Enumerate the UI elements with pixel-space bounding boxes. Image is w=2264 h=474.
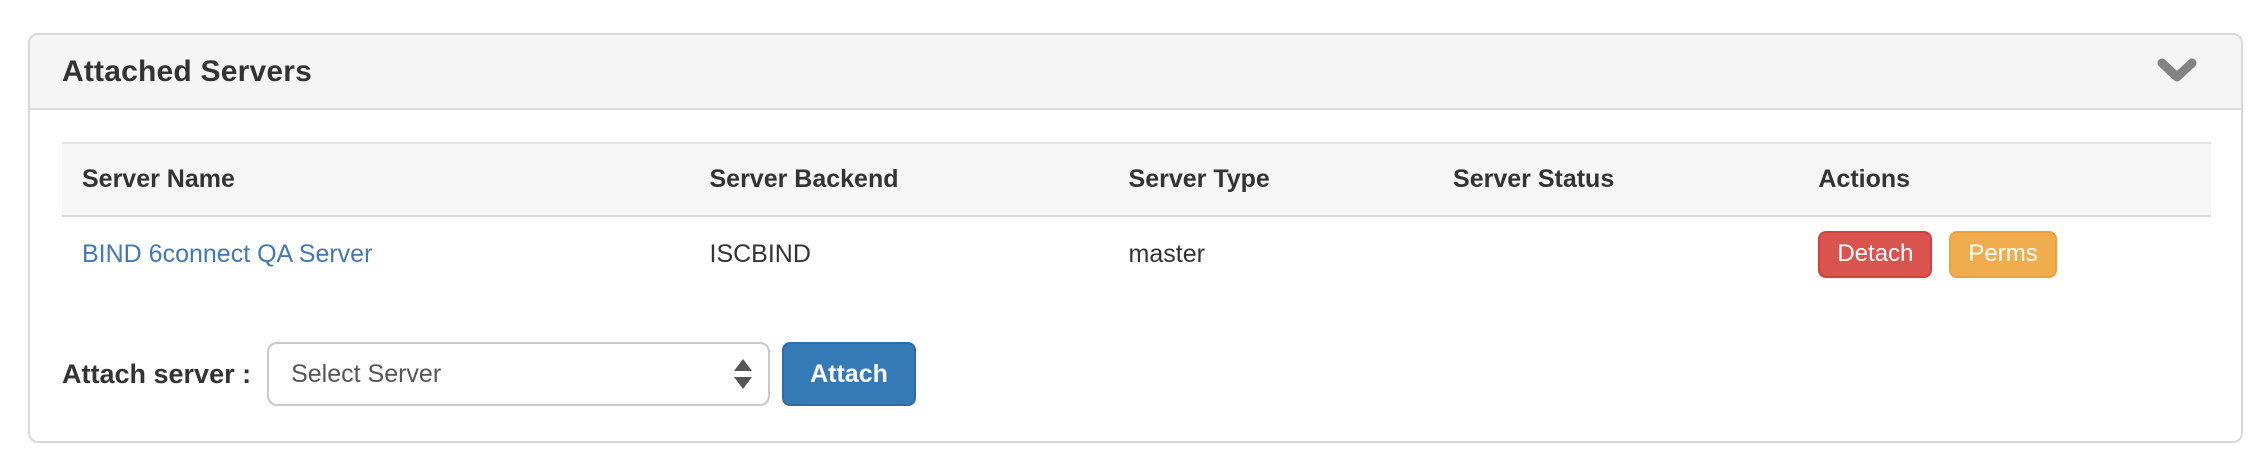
actions-cell: Detach Perms bbox=[1798, 216, 2211, 292]
attach-server-form: Attach server : Select Server Attach bbox=[62, 342, 2211, 406]
server-status-cell bbox=[1433, 216, 1798, 292]
column-header-server-backend: Server Backend bbox=[689, 142, 1109, 217]
column-header-server-name: Server Name bbox=[62, 142, 690, 217]
panel-heading: Attached Servers bbox=[30, 35, 2241, 110]
server-select-wrapper: Select Server bbox=[267, 342, 771, 406]
attach-server-label: Attach server : bbox=[62, 358, 252, 389]
column-header-server-type: Server Type bbox=[1108, 142, 1434, 217]
panel-body: Server Name Server Backend Server Type S… bbox=[30, 110, 2241, 406]
column-header-actions: Actions bbox=[1798, 142, 2211, 217]
server-backend-cell: ISCBIND bbox=[709, 240, 811, 268]
perms-button[interactable]: Perms bbox=[1949, 231, 2057, 278]
panel-title: Attached Servers bbox=[62, 54, 312, 88]
table-header-row: Server Name Server Backend Server Type S… bbox=[62, 142, 2211, 217]
attached-servers-table: Server Name Server Backend Server Type S… bbox=[62, 142, 2211, 292]
attached-servers-panel: Attached Servers Server Name bbox=[28, 33, 2243, 443]
server-select[interactable]: Select Server bbox=[267, 342, 771, 406]
server-name-link[interactable]: BIND 6connect QA Server bbox=[82, 240, 373, 268]
attach-button[interactable]: Attach bbox=[782, 342, 916, 406]
server-type-cell: master bbox=[1128, 240, 1205, 268]
detach-button[interactable]: Detach bbox=[1818, 231, 1933, 278]
table-row: BIND 6connect QA Server ISCBIND master D… bbox=[62, 216, 2211, 292]
chevron-down-icon[interactable] bbox=[2157, 58, 2197, 86]
server-name-cell: BIND 6connect QA Server bbox=[62, 216, 690, 292]
column-header-server-status: Server Status bbox=[1433, 142, 1799, 217]
